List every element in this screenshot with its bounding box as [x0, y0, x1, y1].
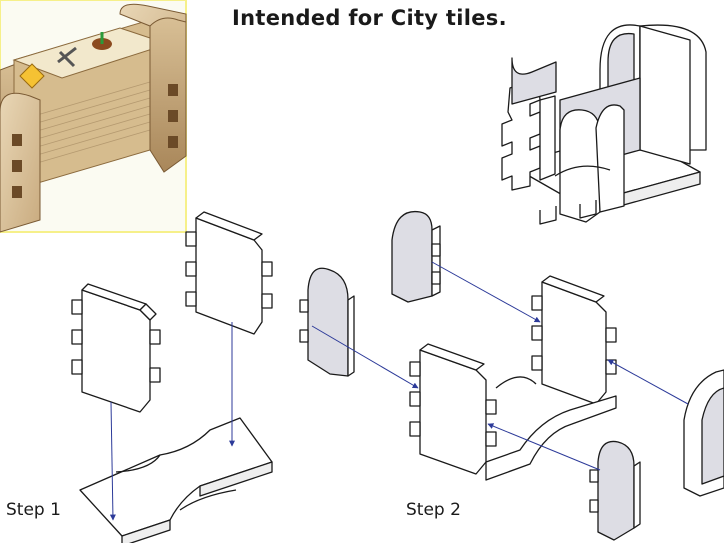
step2-assembly: [299, 210, 724, 541]
step2-sidewall-back: [531, 275, 617, 405]
step1-base-plate: [79, 417, 273, 543]
product-photo: [0, 0, 187, 233]
step1-arrow-left: [109, 401, 116, 521]
step2-endwall-left: [299, 267, 355, 377]
step-1-label: Step 1: [6, 500, 61, 520]
city-icon: [19, 63, 45, 89]
step2-endwall-right: [683, 369, 724, 497]
diagram-caption: Intended for City tiles.: [232, 6, 507, 30]
step2-sidewall-front: [409, 343, 497, 475]
step2-arrow-1: [311, 325, 419, 389]
step2-endwall-top: [391, 210, 441, 303]
step2-endwall-bottom: [589, 440, 641, 541]
step1-panel-right: [185, 211, 273, 335]
step2-base-plate: [485, 376, 617, 481]
step1-assembly: [71, 211, 273, 543]
step1-panel-left: [71, 283, 161, 413]
step2-arrow-4: [487, 423, 601, 471]
sword-icon: [57, 46, 77, 68]
step-2-label: Step 2: [406, 500, 461, 520]
assembled-box: [501, 24, 707, 225]
step2-arrow-2: [431, 261, 541, 323]
step2-arrow-3: [607, 359, 689, 405]
